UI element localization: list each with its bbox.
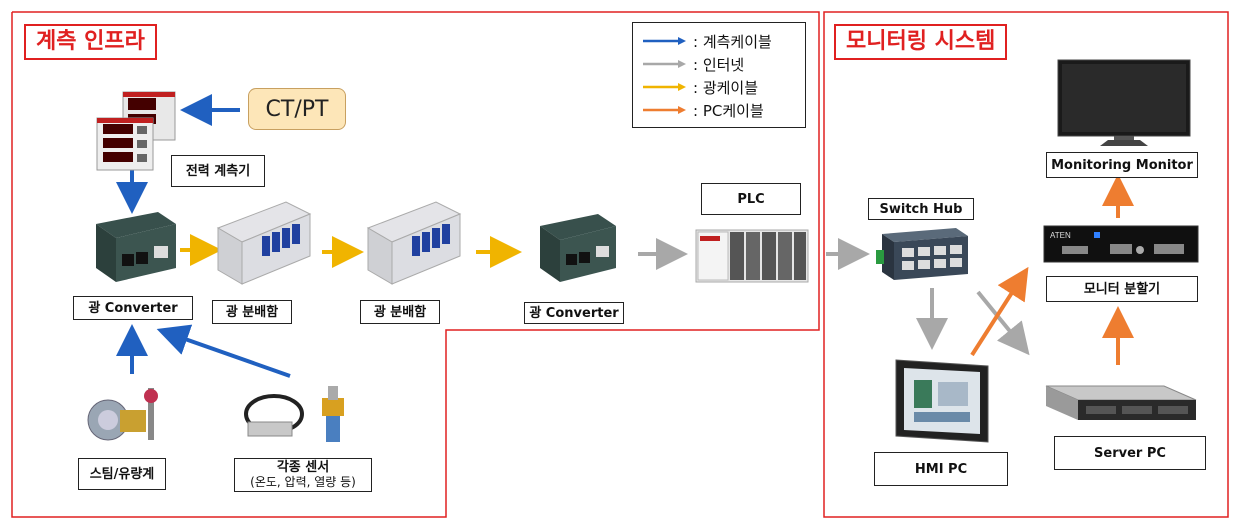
- steam-flow-meter-image: [87, 388, 158, 441]
- sensors-image: [244, 386, 344, 442]
- arrow-hmi-to-splitter: [970, 266, 1029, 357]
- monitoring-monitor-image: [1057, 59, 1191, 146]
- optical-box-1-label: 광 분배함: [212, 300, 292, 324]
- measurement-region-outline: [11, 11, 820, 518]
- legend-item-measure-cable: : 계측케이블: [643, 31, 772, 51]
- legend-label: : PC케이블: [693, 101, 764, 120]
- legend-item-internet: : 인터넷: [643, 54, 744, 74]
- optical-converter-right-image: [540, 214, 616, 282]
- legend-label: : 광케이블: [693, 78, 759, 97]
- hmi-pc-image: [895, 359, 989, 443]
- legend: : 계측케이블 : 인터넷 : 광케이블 : PC케이블: [632, 22, 806, 128]
- measurement-region-title: 계측 인프라: [24, 24, 157, 60]
- arrow-sensor-to-converter: [156, 324, 291, 378]
- sensors-label: 각종 센서 (온도, 압력, 열량 등): [234, 458, 372, 492]
- optical-converter-left-label: 광 Converter: [73, 296, 193, 320]
- monitoring-region-title: 모니터링 시스템: [834, 24, 1008, 60]
- optical-box-1-image: [216, 201, 312, 285]
- power-meter-image: [96, 91, 176, 171]
- server-pc-image: [1045, 385, 1197, 420]
- legend-label: : 계측케이블: [693, 32, 772, 51]
- splitter-brand-text: ATEN: [1050, 231, 1071, 240]
- optical-box-2-label: 광 분배함: [360, 300, 440, 324]
- arrow-switch-to-server: [976, 290, 1030, 356]
- switch-hub-image: [876, 228, 968, 280]
- power-meter-label: 전력 계측기: [171, 155, 265, 187]
- optical-converter-left-image: [96, 212, 176, 282]
- hmi-pc-label: HMI PC: [874, 452, 1008, 486]
- switch-hub-label: Switch Hub: [868, 198, 974, 220]
- monitoring-region-outline: [823, 11, 1229, 518]
- legend-label: : 인터넷: [693, 55, 745, 74]
- sensors-label-title: 각종 센서: [276, 460, 330, 475]
- server-pc-label: Server PC: [1054, 436, 1206, 470]
- monitor-splitter-image: ATEN: [1043, 225, 1199, 263]
- optical-box-2-image: [366, 201, 462, 285]
- monitoring-monitor-label: Monitoring Monitor: [1046, 152, 1198, 178]
- optical-converter-right-label: 광 Converter: [524, 302, 624, 324]
- legend-item-pc-cable: : PC케이블: [643, 100, 764, 120]
- plc-image: [695, 229, 809, 283]
- steam-flow-meter-label: 스팀/유량계: [78, 458, 166, 490]
- plc-label: PLC: [701, 183, 801, 215]
- legend-item-optical-cable: : 광케이블: [643, 77, 758, 97]
- sensors-label-sub: (온도, 압력, 열량 등): [250, 475, 356, 489]
- monitor-splitter-label: 모니터 분할기: [1046, 276, 1198, 302]
- ct-pt-box: CT/PT: [248, 88, 346, 130]
